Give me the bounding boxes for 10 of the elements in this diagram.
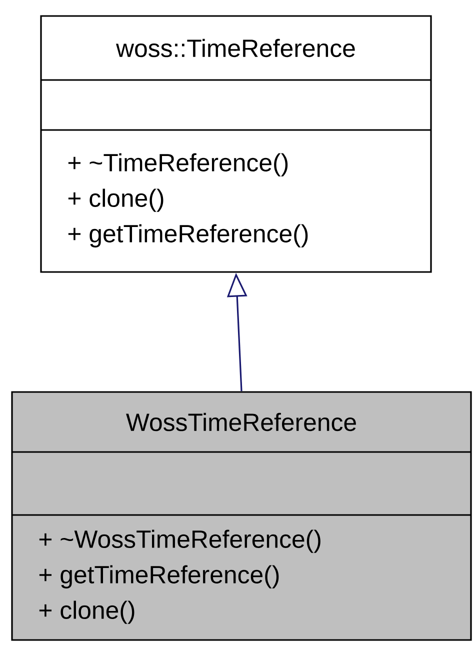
- method-text: + ~WossTimeReference(): [39, 530, 320, 553]
- class-box: [11, 391, 472, 641]
- method-text: + clone(): [39, 600, 134, 624]
- method-text: + getTimeReference(): [68, 224, 308, 248]
- method-text: + clone(): [68, 188, 164, 212]
- class-name: woss::TimeReference: [116, 38, 355, 58]
- class-box: [40, 15, 432, 273]
- class-name: WossTimeReference: [126, 412, 356, 432]
- method-text: + ~TimeReference(): [68, 153, 288, 176]
- method-text: + getTimeReference(): [39, 565, 279, 588]
